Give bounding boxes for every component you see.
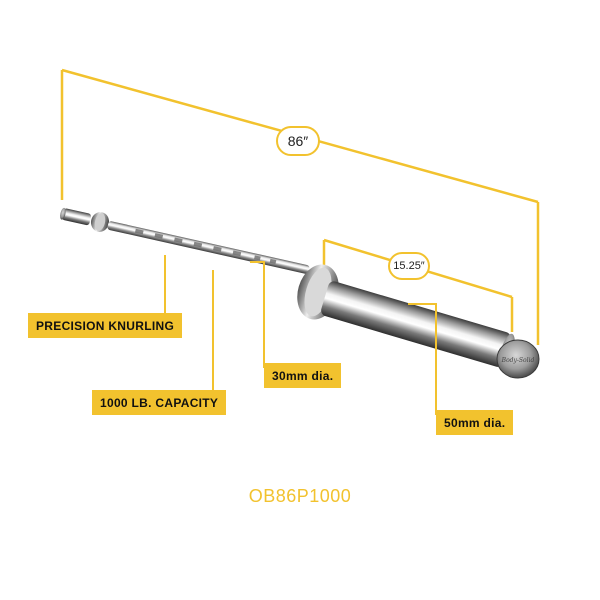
- end-cap: Body-Solid: [496, 339, 540, 379]
- barbell-image: Body-Solid: [60, 207, 540, 379]
- sleeve-length-label: 15.25″: [388, 252, 430, 280]
- capacity-callout: 1000 LB. CAPACITY: [92, 390, 227, 415]
- sleeve-diameter-callout: 50mm dia.: [436, 410, 514, 435]
- shaft-diameter-callout: 30mm dia.: [264, 363, 342, 388]
- endcap-engraving: Body-Solid: [501, 357, 535, 364]
- knurling-callout: PRECISION KNURLING: [28, 313, 183, 338]
- left-sleeve: [60, 207, 110, 232]
- shaft: [107, 221, 310, 274]
- sleeve-diameter-bracket: [408, 303, 437, 415]
- model-code: OB86P1000: [248, 486, 352, 506]
- shaft-diameter-bracket: [250, 261, 265, 368]
- overall-length-label: 86″: [276, 126, 320, 156]
